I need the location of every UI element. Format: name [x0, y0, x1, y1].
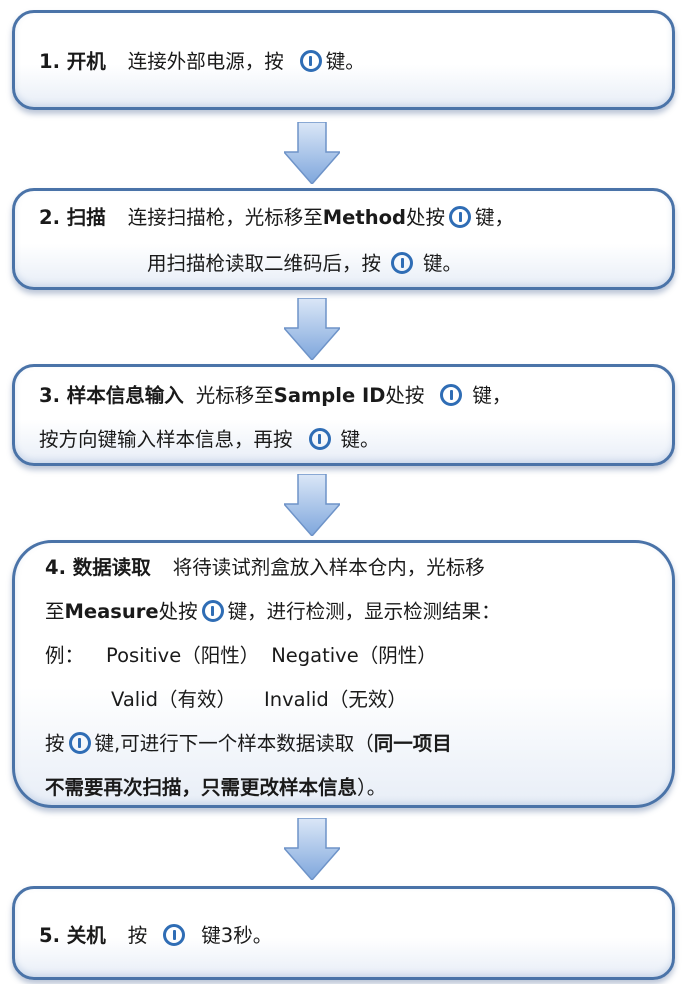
step-4-line-2: 至Measure处按 键，进行检测，显示检测结果：	[45, 599, 501, 625]
step-1-text-end: 键。	[325, 50, 365, 73]
step-4-line-3: 例： Positive（阳性） Negative（阴性）	[45, 643, 437, 669]
power-button-icon	[449, 206, 471, 228]
step-4-text-a: 将待读试剂盒放入样本仓内，光标移	[172, 556, 485, 579]
step-2-text-e: 键。	[423, 252, 463, 275]
step-4-line-1: 4. 数据读取将待读试剂盒放入样本仓内，光标移	[45, 555, 485, 581]
step-3-text-e: 键。	[340, 428, 380, 451]
step-2-title: 2. 扫描	[39, 206, 106, 229]
step-5-line-1: 5. 关机按 键3秒。	[39, 923, 272, 949]
step-4-text-e: 按	[45, 732, 65, 755]
step-4-result-valid: Valid（有效）	[111, 688, 236, 711]
step-2-text-d: 用扫描枪读取二维码后，按	[147, 252, 382, 275]
step-4-result-invalid: Invalid（无效）	[264, 688, 407, 711]
step-4-example-label: 例：	[45, 644, 85, 667]
step-5-text-b: 键3秒。	[201, 924, 273, 947]
step-2-text-c: 键，	[475, 206, 515, 229]
step-3-text-b: 处按	[385, 384, 425, 407]
step-5-box: 5. 关机按 键3秒。	[12, 886, 675, 980]
step-1-title: 1. 开机	[39, 50, 106, 73]
power-button-icon	[440, 384, 463, 406]
power-button-icon	[163, 924, 186, 946]
step-4-bold-note-a: 同一项目	[373, 732, 452, 755]
step-4-result-positive: Positive（阳性）	[106, 644, 260, 667]
step-2-method-label: Method	[322, 206, 406, 229]
step-2-text-a: 连接扫描枪，光标移至	[127, 206, 323, 229]
step-2-text-b: 处按	[405, 206, 445, 229]
step-1-line-1: 1. 开机连接外部电源，按 键。	[39, 49, 365, 75]
step-5-title: 5. 关机	[39, 924, 106, 947]
step-1-box: 1. 开机连接外部电源，按 键。	[12, 10, 675, 110]
step-4-text-d: 键，进行检测，显示检测结果：	[227, 600, 501, 623]
step-4-title: 4. 数据读取	[45, 556, 151, 579]
step-4-text-f: 键,可进行下一个样本数据读取（	[94, 732, 374, 755]
step-4-box: 4. 数据读取将待读试剂盒放入样本仓内，光标移 至Measure处按 键，进行检测…	[12, 540, 675, 808]
step-5-text-a: 按	[127, 924, 148, 947]
step-3-box: 3. 样本信息输入光标移至Sample ID处按 键， 按方向键输入样本信息，再按…	[12, 364, 675, 466]
step-2-line-1: 2. 扫描连接扫描枪，光标移至Method处按 键，	[39, 205, 514, 231]
step-4-text-g: ）。	[357, 776, 387, 799]
step-4-line-5: 按 键,可进行下一个样本数据读取（同一项目	[45, 731, 452, 757]
step-4-text-c: 处按	[158, 600, 198, 623]
down-arrow-icon	[284, 122, 340, 184]
down-arrow-icon	[284, 298, 340, 360]
power-button-icon	[391, 252, 414, 274]
step-2-line-2: 用扫描枪读取二维码后，按 键。	[147, 251, 462, 277]
step-4-text-b: 至	[45, 600, 65, 623]
step-3-line-2: 按方向键输入样本信息，再按 键。	[39, 427, 380, 453]
step-4-measure-label: Measure	[64, 600, 159, 623]
step-3-text-c: 键，	[472, 384, 512, 407]
step-4-bold-note-b: 不需要再次扫描，只需更改样本信息	[45, 776, 358, 799]
step-4-line-4: Valid（有效） Invalid（无效）	[111, 687, 407, 713]
step-4-result-negative: Negative（阴性）	[271, 644, 437, 667]
step-3-text-d: 按方向键输入样本信息，再按	[39, 428, 293, 451]
step-3-text-a: 光标移至	[195, 384, 274, 407]
step-3-line-1: 3. 样本信息输入光标移至Sample ID处按 键，	[39, 383, 511, 409]
power-button-icon	[299, 50, 322, 72]
down-arrow-icon	[284, 474, 340, 536]
step-4-line-6: 不需要再次扫描，只需更改样本信息）。	[45, 775, 386, 801]
power-button-icon	[201, 600, 224, 622]
step-3-sample-id-label: Sample ID	[273, 384, 386, 407]
power-button-icon	[68, 732, 91, 754]
power-button-icon	[308, 428, 331, 450]
step-3-title: 3. 样本信息输入	[39, 384, 184, 407]
down-arrow-icon	[284, 818, 340, 880]
step-1-text: 连接外部电源，按	[127, 50, 284, 73]
step-2-box: 2. 扫描连接扫描枪，光标移至Method处按 键， 用扫描枪读取二维码后，按 键。	[12, 188, 675, 290]
